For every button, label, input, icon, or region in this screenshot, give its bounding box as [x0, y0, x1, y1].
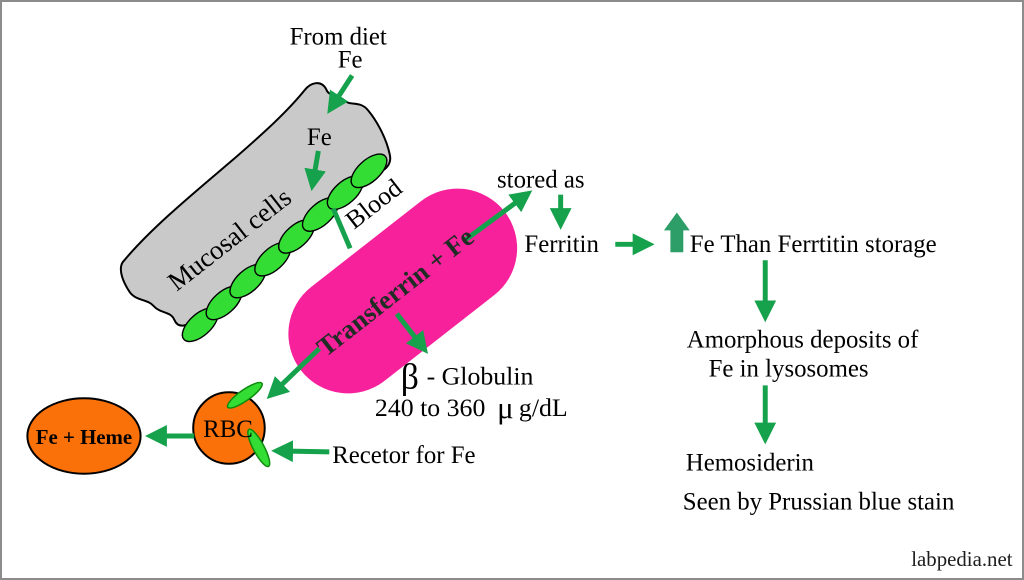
receptor-label: Recetor for Fe — [332, 442, 475, 469]
arrow-capsule-to-rbc — [266, 346, 322, 400]
mucosal-cells-shape — [119, 82, 392, 327]
from-diet-label: From diet — [290, 24, 387, 51]
range-pre-label: 240 to 360 — [375, 393, 485, 422]
transferrin-capsule — [288, 188, 518, 394]
rbc-label: RBC — [203, 416, 253, 443]
range-post-label: g/dL — [519, 393, 568, 422]
fe-heme-label: Fe + Heme — [36, 425, 132, 449]
line-mucosa-to-blood — [330, 207, 353, 250]
fe-than-storage-label: Fe Than Ferrtitin storage — [690, 231, 937, 258]
beta-symbol: β — [401, 356, 419, 396]
globulin-label: - Globulin — [427, 361, 534, 390]
arrow-diet-to-mucosa — [327, 74, 355, 114]
rbc-receptor-top — [226, 381, 263, 409]
prussian-label: Seen by Prussian blue stain — [683, 488, 955, 515]
stored-as-label: stored as — [497, 167, 585, 194]
amorphous-line1-label: Amorphous deposits of — [687, 327, 919, 354]
arrow-fe-in-mucosa — [304, 150, 326, 192]
arrow-receptor-to-rbc — [271, 440, 330, 463]
ferritin-label: Ferritin — [524, 231, 599, 258]
amorphous-line2-label: Fe in lysosomes — [709, 355, 869, 382]
fe-heme-cell — [26, 397, 142, 475]
rbc-cell — [192, 391, 266, 465]
rbc-receptor-bottom — [247, 428, 271, 468]
increase-icon — [663, 212, 690, 253]
arrow-capsule-to-stored — [461, 190, 533, 244]
fe-mucosal-label: Fe — [307, 124, 332, 151]
mucosal-villi-ovals — [181, 153, 388, 343]
watermark: labpedia.net — [911, 547, 1012, 571]
arrow-capsule-to-globulin — [394, 312, 428, 354]
fe-top-label: Fe — [338, 47, 363, 74]
mu-symbol: μ — [497, 391, 513, 425]
hemosiderin-label: Hemosiderin — [686, 450, 815, 477]
